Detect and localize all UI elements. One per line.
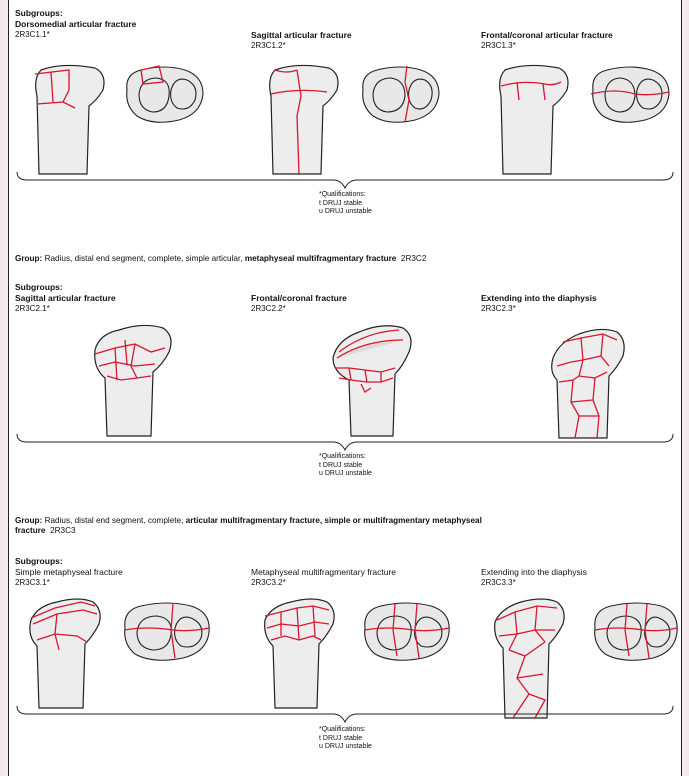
radius-lateral-illustration — [23, 56, 113, 176]
subgroup-title: Metaphyseal multifragmentary fracture — [251, 567, 396, 577]
qualification-u: u DRUJ unstable — [319, 470, 372, 479]
qualifications-block: *Qualifications: t DRUJ stable u DRUJ un… — [319, 453, 372, 479]
qualifications-block: *Qualifications: t DRUJ stable u DRUJ un… — [319, 726, 372, 752]
subgroup-title: Simple metaphyseal fracture — [15, 567, 123, 577]
qualification-u: u DRUJ unstable — [319, 208, 372, 217]
group-bold-text: fracture — [15, 526, 46, 535]
radius-lateral-illustration — [485, 590, 575, 720]
group-text: Radius, distal end segment, complete, — [42, 516, 185, 525]
group-prefix: Group: — [15, 516, 42, 525]
subgroup-title: Frontal/coronal articular fracture — [481, 30, 613, 40]
carpal-axial-illustration — [585, 60, 675, 130]
subgroup-title: Extending into the diaphysis — [481, 567, 587, 577]
group-bold-text: articular multifragmentary fracture, sim… — [186, 516, 482, 525]
radius-lateral-illustration — [85, 318, 185, 438]
brace-divider — [15, 170, 675, 190]
carpal-axial-illustration — [587, 596, 687, 666]
subgroup-code: 2R3C3.3* — [481, 578, 516, 588]
group-prefix: Group: — [15, 254, 42, 263]
subgroup-code: 2R3C2.1* — [15, 304, 50, 314]
group-text: Radius, distal end segment, complete, si… — [42, 254, 245, 263]
radius-lateral-illustration — [21, 590, 111, 710]
subgroup-code: 2R3C2.3* — [481, 304, 516, 314]
qualification-t: t DRUJ stable — [319, 735, 372, 744]
qualifications-heading: *Qualifications: — [319, 726, 372, 735]
subgroups-label: Subgroups: — [15, 282, 63, 292]
subgroup-code: 2R3C1.2* — [251, 41, 286, 51]
carpal-axial-illustration — [119, 60, 209, 130]
subgroup-code: 2R3C2.2* — [251, 304, 286, 314]
subgroup-title: Sagittal articular fracture — [15, 293, 116, 303]
group-heading: Group: Radius, distal end segment, compl… — [15, 254, 426, 264]
subgroup-title: Extending into the diaphysis — [481, 293, 597, 303]
carpal-axial-illustration — [357, 596, 457, 666]
subgroup-code: 2R3C3.1* — [15, 578, 50, 588]
subgroups-label: Subgroups: — [15, 8, 63, 18]
subgroup-title: Frontal/coronal fracture — [251, 293, 347, 303]
carpal-axial-illustration — [117, 596, 217, 666]
radius-lateral-illustration — [487, 56, 577, 176]
qualification-t: t DRUJ stable — [319, 462, 372, 471]
subgroup-title: Dorsomedial articular fracture — [15, 19, 136, 29]
subgroup-title: Sagittal articular fracture — [251, 30, 352, 40]
qualifications-heading: *Qualifications: — [319, 191, 372, 200]
brace-divider — [15, 432, 675, 452]
subgroup-code: 2R3C1.1* — [15, 30, 50, 40]
carpal-axial-illustration — [355, 60, 445, 130]
group-code: 2R3C2 — [401, 254, 427, 263]
radius-lateral-illustration — [255, 590, 345, 710]
radius-lateral-illustration — [257, 56, 347, 176]
radius-lateral-illustration — [325, 318, 425, 438]
group-code: 2R3C3 — [50, 526, 76, 535]
qualifications-block: *Qualifications: t DRUJ stable u DRUJ un… — [319, 191, 372, 217]
qualifications-heading: *Qualifications: — [319, 453, 372, 462]
subgroup-code: 2R3C1.3* — [481, 41, 516, 51]
group-bold-text: metaphyseal multifragmentary fracture — [245, 254, 397, 263]
document-sheet: Subgroups: Dorsomedial articular fractur… — [8, 0, 682, 776]
brace-divider — [15, 704, 675, 724]
group-heading: Group: Radius, distal end segment, compl… — [15, 516, 675, 536]
subgroups-label: Subgroups: — [15, 556, 63, 566]
subgroup-code: 2R3C3.2* — [251, 578, 286, 588]
qualification-u: u DRUJ unstable — [319, 743, 372, 752]
radius-lateral-illustration — [543, 320, 643, 440]
qualification-t: t DRUJ stable — [319, 200, 372, 209]
